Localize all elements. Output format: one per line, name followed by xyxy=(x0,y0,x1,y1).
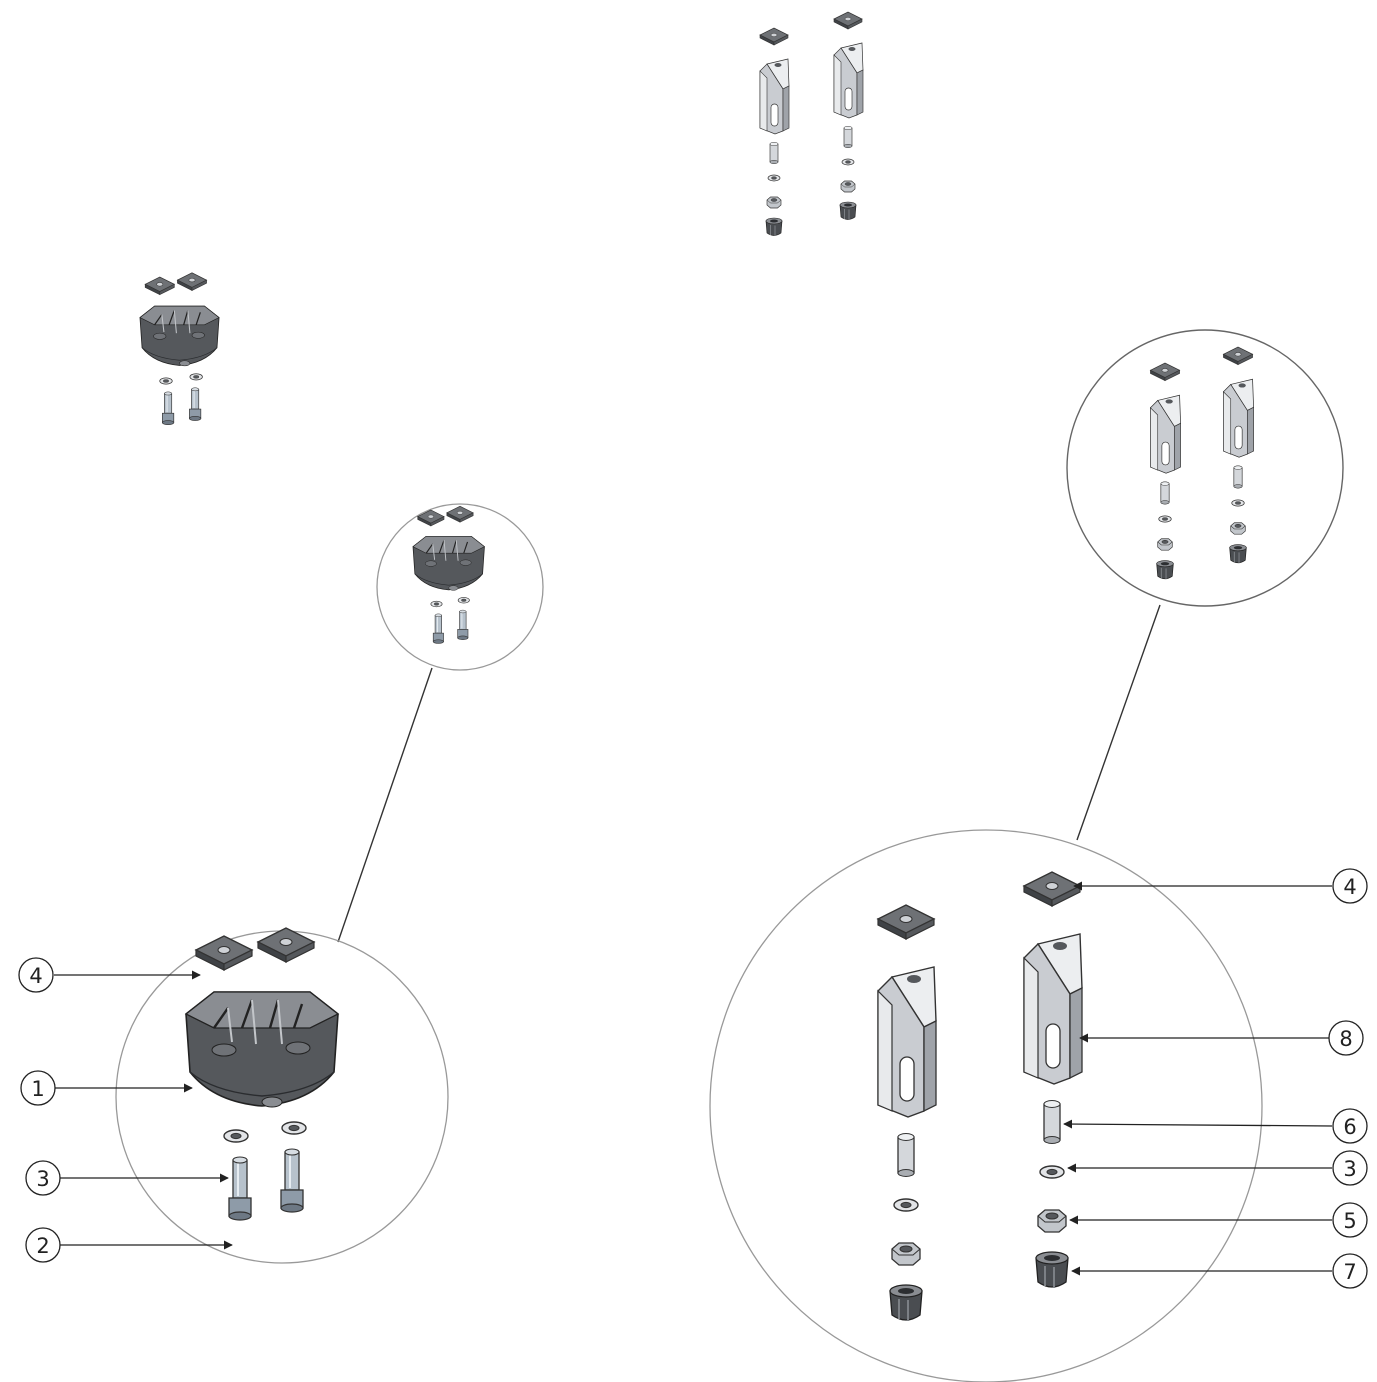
left-assembly-large xyxy=(186,928,338,1220)
left-assembly-medium xyxy=(413,506,484,643)
right-assembly-large-col1 xyxy=(878,905,936,1321)
svg-text:8: 8 xyxy=(1339,1027,1352,1051)
right-leader-line xyxy=(1076,604,1161,841)
svg-text:6: 6 xyxy=(1343,1115,1356,1139)
right-detail-circle-small xyxy=(1066,329,1344,607)
left-assembly-overview xyxy=(140,273,219,425)
balloon-pad-left: 4 xyxy=(18,957,201,993)
right-assembly-medium-col2 xyxy=(1223,347,1253,563)
svg-text:1: 1 xyxy=(31,1077,44,1101)
svg-text:3: 3 xyxy=(36,1167,49,1191)
svg-text:7: 7 xyxy=(1343,1260,1356,1284)
svg-text:4: 4 xyxy=(1343,875,1356,899)
balloon-pin-right: 6 xyxy=(1063,1108,1368,1144)
right-assembly-large-col2 xyxy=(1024,872,1082,1288)
right-assembly-overview-col1 xyxy=(760,28,789,236)
svg-text:5: 5 xyxy=(1343,1209,1356,1233)
right-detail-circle-large xyxy=(709,829,1263,1382)
right-assembly-medium-col1 xyxy=(1150,363,1180,579)
balloon-pad-right: 4 xyxy=(1073,868,1368,904)
svg-text:4: 4 xyxy=(29,964,42,988)
balloon-washer-right: 3 xyxy=(1067,1150,1368,1186)
balloon-housing-left: 1 xyxy=(20,1070,193,1106)
svg-text:2: 2 xyxy=(36,1234,49,1258)
left-leader-line xyxy=(337,667,433,943)
right-assembly-overview-col2 xyxy=(834,12,863,220)
left-detail-circle-small xyxy=(376,503,544,671)
svg-text:3: 3 xyxy=(1343,1157,1356,1181)
balloon-nut-right: 5 xyxy=(1069,1202,1368,1238)
balloon-cap-right: 7 xyxy=(1071,1253,1368,1289)
balloon-screw-left: 2 xyxy=(25,1227,233,1263)
balloon-washer-left: 3 xyxy=(25,1160,229,1196)
balloon-bracket-right: 8 xyxy=(1079,1020,1364,1056)
